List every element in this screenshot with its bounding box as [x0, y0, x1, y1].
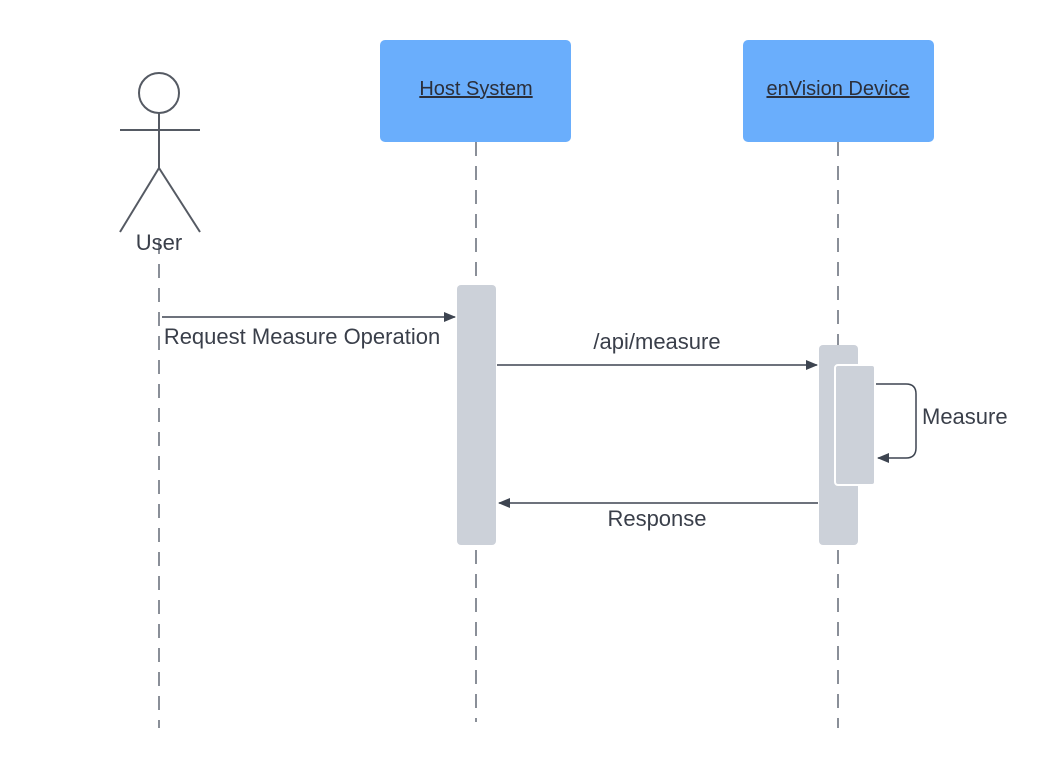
actor-user-label: User: [136, 230, 182, 255]
participant-envision-device-label: enVision Device: [766, 78, 909, 100]
participant-host-system-label: Host System: [419, 78, 532, 100]
message-label-measure: Measure: [922, 404, 1008, 429]
participant-host-system: [380, 40, 571, 142]
message-label-response: Response: [607, 506, 706, 531]
message-label-api-measure: /api/measure: [593, 329, 720, 354]
actor-user-icon: [119, 72, 201, 233]
activation-host-system: [457, 285, 496, 545]
message-label-request-measure: Request Measure Operation: [164, 324, 440, 349]
activation-envision-device-nested: [834, 364, 876, 486]
message-arrow-measure-self: [876, 383, 917, 463]
participant-envision-device: [743, 40, 934, 142]
